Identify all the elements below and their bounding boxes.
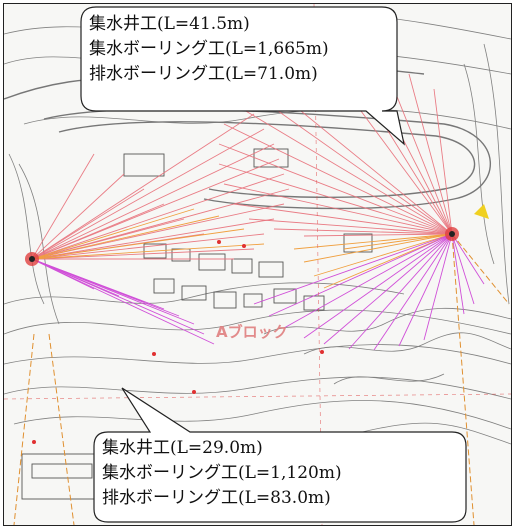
right-well-marker <box>445 204 489 241</box>
survey-marks <box>32 240 324 444</box>
block-label: Aブロック <box>216 323 288 341</box>
left-well-marker <box>25 252 39 266</box>
callout-bottom-line-1: 集水井工(L=29.0m) <box>102 438 263 458</box>
right-drainage-fan <box>293 233 453 289</box>
callout-top-text: 集水井工(L=41.5m) 集水ボーリング工(L=1,665m) 排水ボーリング… <box>89 12 329 87</box>
map-frame: Aブロック 集水井工(L=41.5m) 集水ボーリング工(L=1,665m) 排… <box>3 3 512 526</box>
callout-bottom-balloon <box>93 387 467 523</box>
boundary-lines <box>13 233 510 525</box>
left-drainage-fan <box>31 208 265 260</box>
left-magenta-fan <box>31 258 215 345</box>
plan-map: Aブロック <box>4 4 511 525</box>
right-magenta-fan <box>253 233 485 351</box>
callout-bottom-text: 集水井工(L=29.0m) 集水ボーリング工(L=1,120m) 排水ボーリング… <box>102 436 342 511</box>
callout-top-balloon <box>80 6 405 146</box>
callout-top-line-1: 集水井工(L=41.5m) <box>89 14 250 34</box>
callout-bottom-line-2: 集水ボーリング工(L=1,120m) <box>102 463 342 483</box>
left-boring-fan <box>31 113 290 260</box>
callout-top-line-2: 集水ボーリング工(L=1,665m) <box>89 39 329 59</box>
callout-bottom-line-3: 排水ボーリング工(L=83.0m) <box>102 488 331 508</box>
callout-top-line-3: 排水ボーリング工(L=71.0m) <box>89 64 318 84</box>
